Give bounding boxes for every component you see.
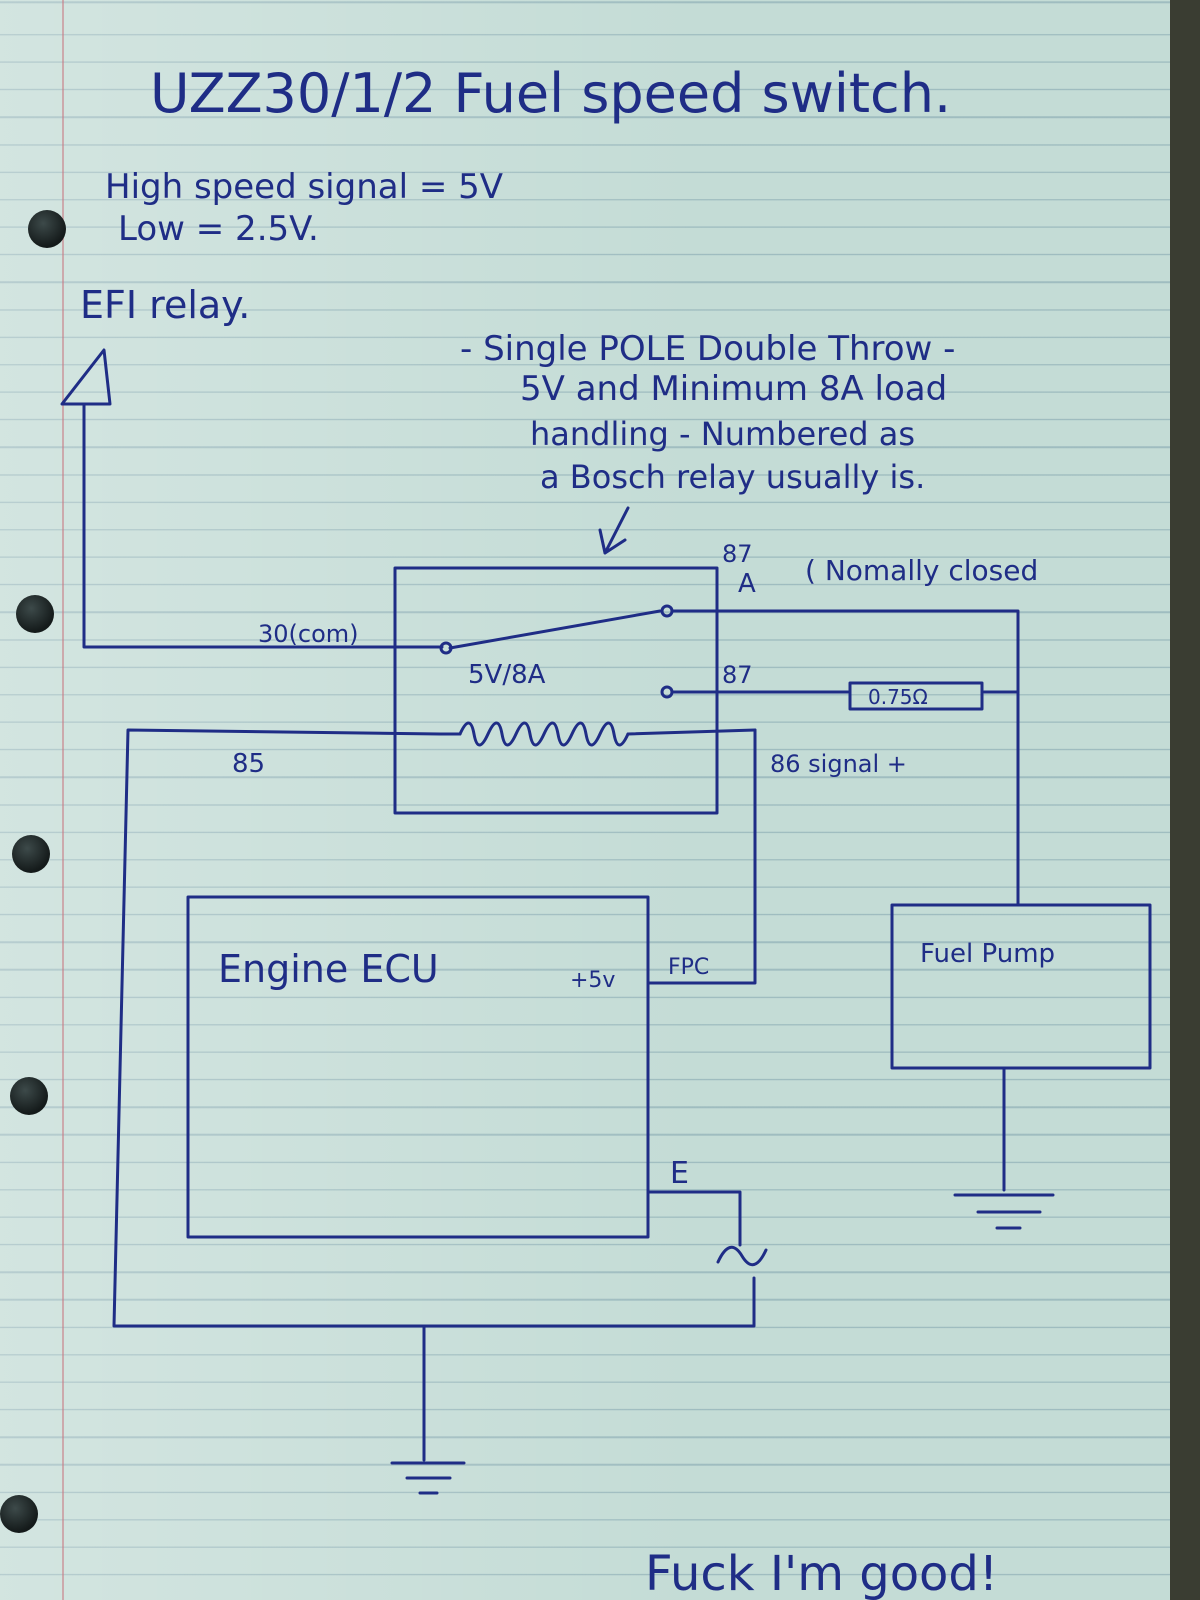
ground-symbol-pump (953, 1193, 1055, 1230)
wire-87a-to-pump (670, 609, 1020, 907)
wire-85-to-ground (112, 728, 756, 1328)
fuel-pump-label: Fuel Pump (920, 939, 1055, 969)
pin-87a-number: 87 (722, 540, 753, 568)
signature-text: Fuck I'm good! (645, 1546, 998, 1600)
wire-e-to-ground (646, 1190, 742, 1247)
coil-leads (438, 728, 757, 736)
binder-hole (28, 210, 66, 248)
notebook-page (0, 0, 1170, 1600)
binder-hole (10, 1077, 48, 1115)
wiring-diagram: UZZ30/1/2 Fuel speed switch. High speed … (60, 62, 1152, 1600)
binder-hole (0, 1495, 38, 1533)
efi-relay-arrow (60, 348, 112, 406)
relay-note-line4: a Bosch relay usually is. (540, 458, 925, 496)
resistor (848, 681, 984, 711)
pin-87a-note: ( Nomally closed (805, 554, 1038, 587)
wire-86-to-fpc (646, 728, 757, 985)
binder-hole (16, 595, 54, 633)
pin-87-label: 87 (722, 661, 753, 689)
ecu-5v-label: +5v (570, 968, 615, 993)
low-speed-note: Low = 2.5V. (118, 209, 319, 249)
relay-rating: 5V/8A (468, 660, 546, 690)
fuel-pump-box (890, 903, 1152, 1070)
ecu-fpc-label: FPC (668, 955, 709, 980)
pin-85-label: 85 (232, 749, 265, 779)
pin-87a-letter: A (738, 569, 756, 599)
high-speed-note: High speed signal = 5V (105, 167, 503, 207)
wire-break-symbol (716, 1245, 768, 1267)
relay-note-arrow (598, 506, 630, 555)
switch-arm (448, 609, 662, 650)
relay-note-line2: 5V and Minimum 8A load (520, 369, 947, 409)
margin-line (62, 0, 64, 1600)
binder-hole (12, 835, 50, 873)
page-title: UZZ30/1/2 Fuel speed switch. (150, 62, 951, 125)
engine-ecu-box (186, 895, 650, 1239)
ecu-e-label: E (670, 1156, 689, 1191)
wire-com-to-efi (82, 402, 444, 649)
pin-30-label: 30(com) (258, 620, 359, 648)
relay-note-line3: handling - Numbered as (530, 415, 915, 453)
ecu-label: Engine ECU (218, 947, 439, 991)
relay-coil (458, 721, 630, 747)
ground-symbol-main (390, 1461, 466, 1495)
pin-86-label: 86 signal + (770, 750, 907, 778)
efi-relay-label: EFI relay. (80, 283, 250, 327)
relay-note-line1: - Single POLE Double Throw - (460, 329, 955, 369)
resistor-value: 0.75Ω (868, 685, 928, 709)
